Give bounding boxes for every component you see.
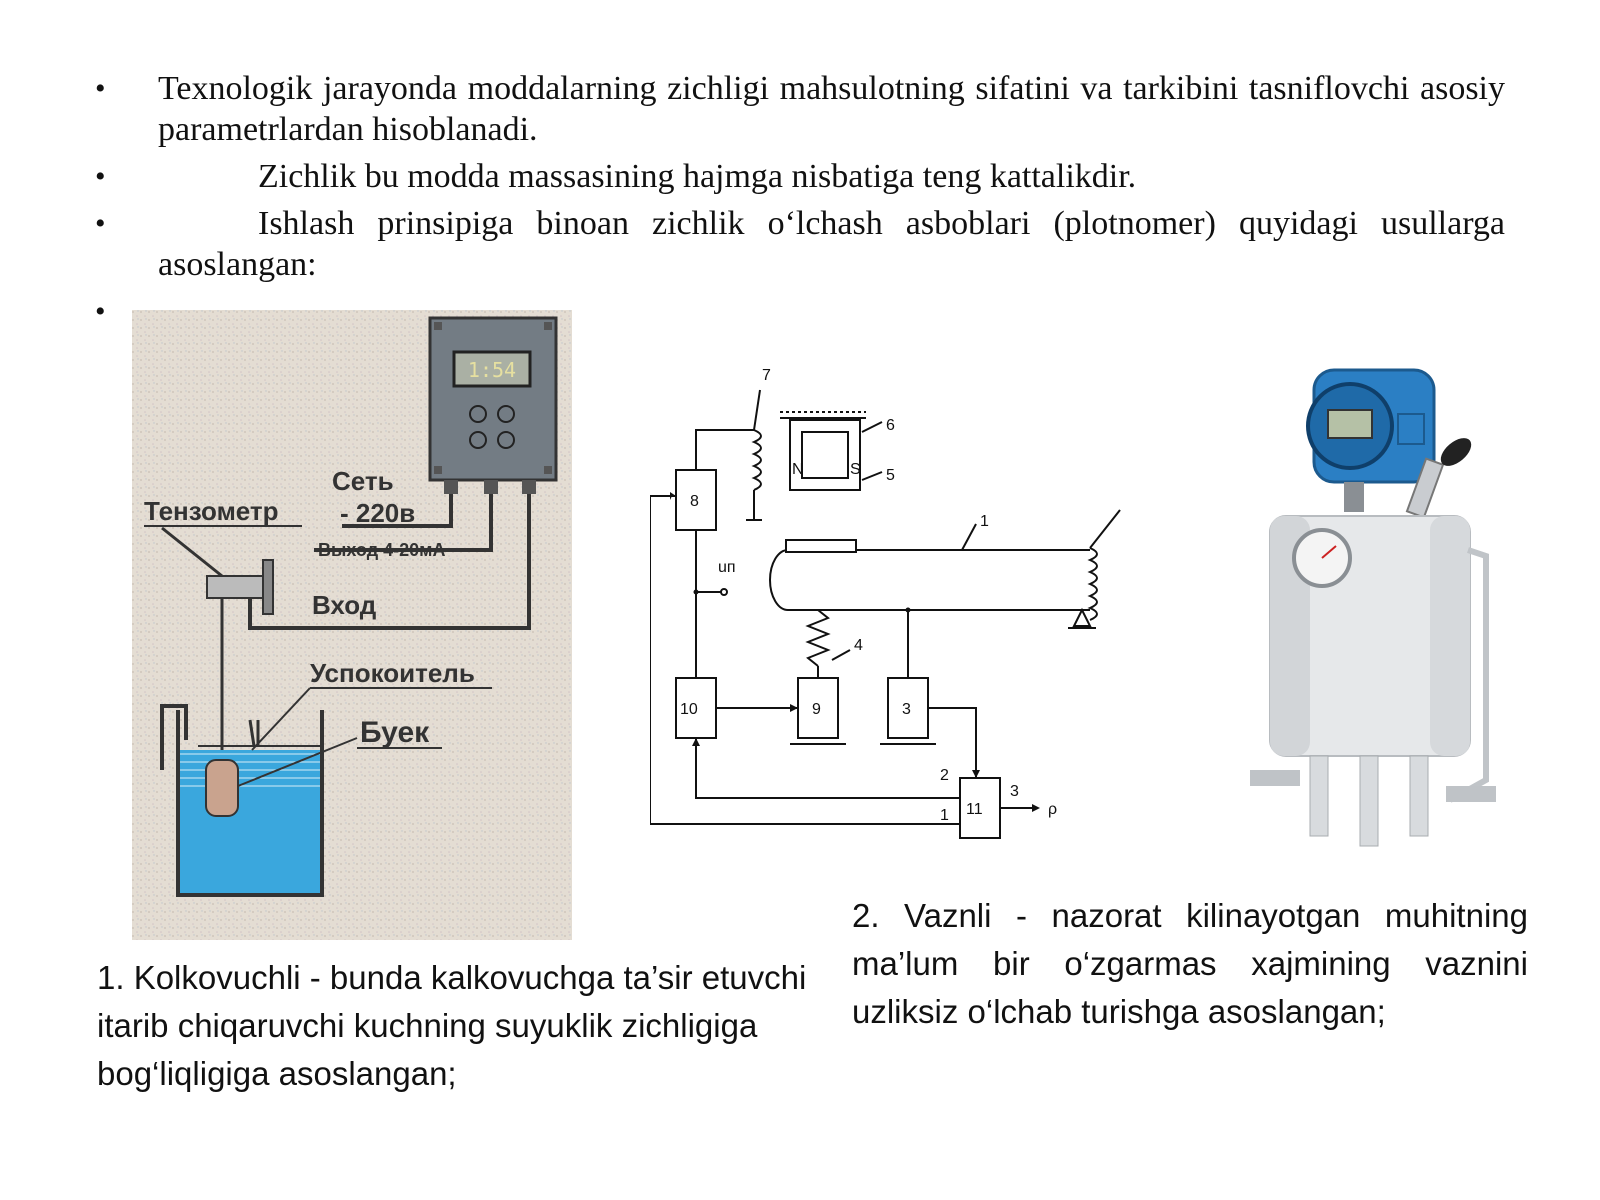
label-7: 7	[762, 367, 771, 384]
bullet-item: •	[95, 291, 1505, 332]
label-3: 3	[902, 701, 911, 718]
cables	[248, 494, 531, 630]
label-in-1: 1	[940, 807, 949, 824]
label-S: S	[850, 461, 861, 478]
label-calmer: Успокоитель	[310, 658, 475, 688]
bullet-text: Zichlik bu modda massasining hajmga nisb…	[258, 158, 1137, 195]
vibration-densitometer-schematic: 7 6 5 1 4 8 10 9 3 11 2 1 3 ρ uп N S	[649, 360, 1150, 870]
label-5: 5	[886, 467, 895, 484]
label-1: 1	[980, 513, 989, 530]
label-out-3: 3	[1010, 783, 1019, 800]
label-9: 9	[812, 701, 821, 718]
label-float: Буек	[360, 716, 430, 749]
bullet-list: • Texnologik jarayonda moddalarning zich…	[95, 68, 1505, 338]
label-input: Вход	[312, 590, 377, 620]
label-set: Сеть	[332, 466, 394, 496]
label-voltage: - 220в	[340, 498, 415, 528]
bullet-dot: •	[95, 72, 106, 105]
label-10: 10	[680, 701, 698, 718]
bullet-dot: •	[95, 207, 106, 240]
display-readout: 1:54	[468, 358, 516, 382]
vessel	[160, 704, 324, 897]
float-densitometer-diagram: 1:54	[132, 310, 572, 940]
device-illustration	[1250, 368, 1496, 847]
label-8: 8	[690, 493, 699, 510]
caption-float-method: 1. Kolkovuchli - bunda kalkovuchga ta’si…	[97, 959, 807, 1092]
label-6: 6	[886, 417, 895, 434]
tensometer	[161, 526, 274, 770]
weight-densitometer-device	[1250, 360, 1510, 870]
label-up: uп	[718, 559, 736, 576]
bullet-dot: •	[95, 160, 106, 193]
caption-weight-method: 2. Vaznli - nazorat kilinayotgan muhitni…	[852, 897, 1528, 1030]
bullet-item: • Texnologik jarayonda moddalarning zich…	[95, 68, 1505, 150]
label-4: 4	[854, 637, 863, 654]
label-output: Выход 4-20мА	[318, 540, 445, 560]
bullet-dot: •	[95, 295, 106, 328]
label-rho: ρ	[1048, 801, 1057, 818]
control-unit: 1:54	[428, 316, 558, 494]
label-11: 11	[966, 801, 983, 818]
bullet-item: • Ishlash prinsipiga binoan zichlik o‘lc…	[95, 203, 1505, 285]
label-N: N	[792, 461, 804, 478]
float-densitometer-figure: 1:54	[132, 310, 572, 940]
label-in-2: 2	[940, 767, 949, 784]
bullet-text: Ishlash prinsipiga binoan zichlik o‘lcha…	[158, 205, 1505, 283]
schematic-diagram: 7 6 5 1 4 8 10 9 3 11 2 1 3 ρ uп N S	[649, 367, 1121, 839]
bullet-text: Texnologik jarayonda moddalarning zichli…	[158, 70, 1505, 148]
bullet-item: • Zichlik bu modda massasining hajmga ni…	[95, 156, 1505, 197]
float-body	[205, 759, 239, 817]
label-tensometer: Тензометр	[144, 496, 279, 526]
